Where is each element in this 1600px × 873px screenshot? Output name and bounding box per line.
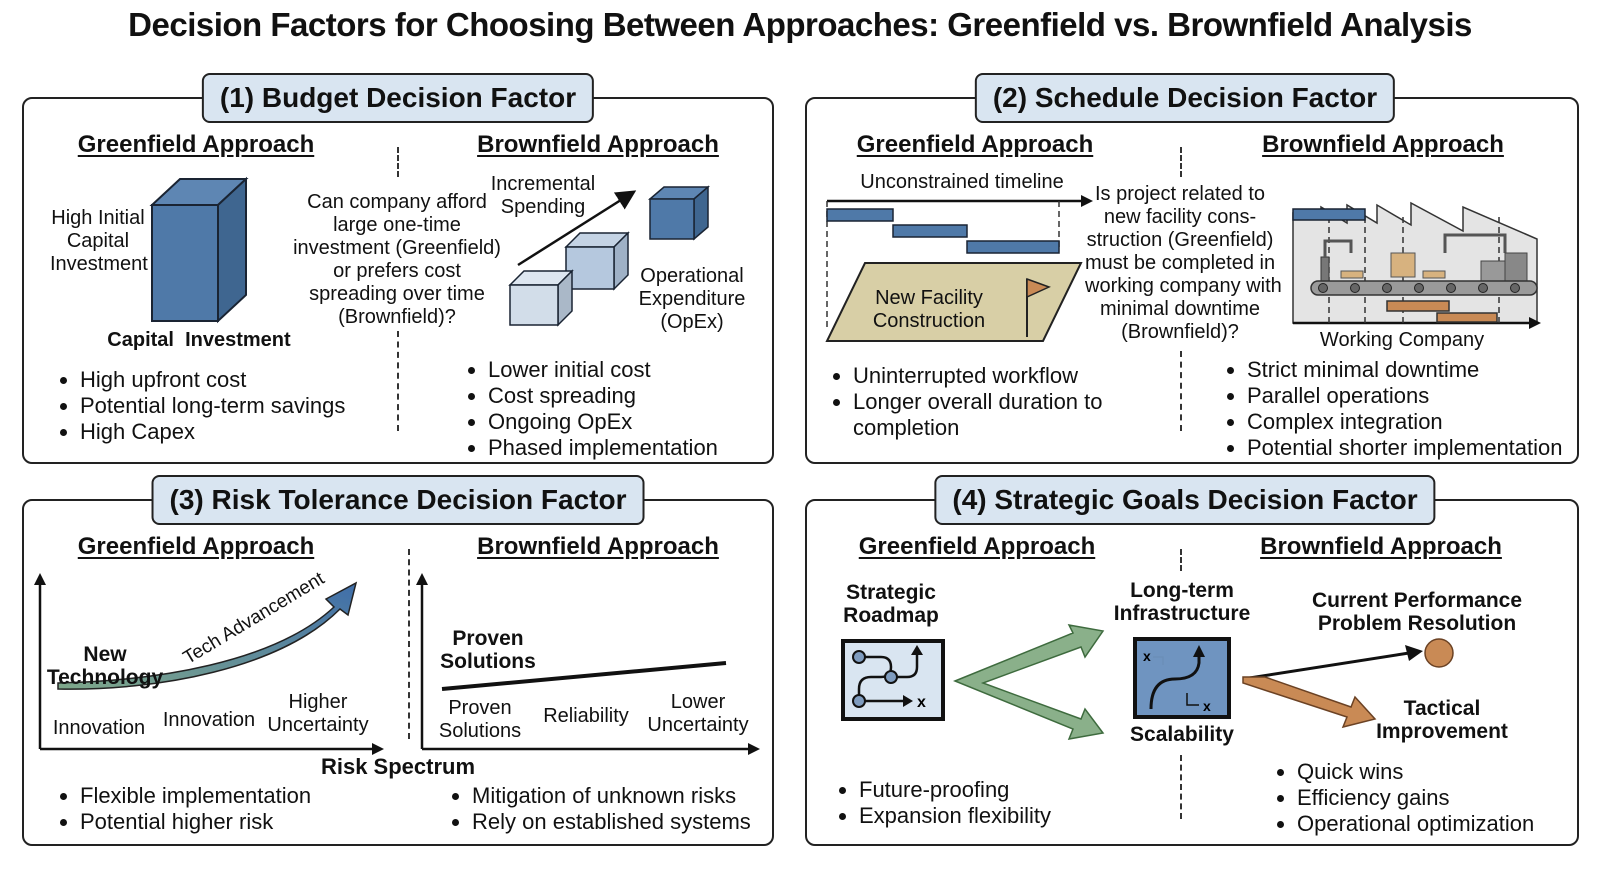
greenfield-header: Greenfield Approach — [858, 533, 1096, 560]
bullet-item: Efficiency gains — [1297, 785, 1534, 811]
bullet-item: Parallel operations — [1247, 383, 1563, 409]
brownfield-header: Brownfield Approach — [1260, 533, 1502, 560]
divider — [1180, 755, 1182, 819]
divider — [1180, 351, 1182, 431]
greenfield-bullets: Uninterrupted workflow Longer overall du… — [823, 363, 1103, 441]
tactical-arrows-icon — [1242, 638, 1454, 729]
gantt-timeline-icon — [825, 195, 1093, 342]
brownfield-header: Brownfield Approach — [477, 533, 719, 560]
divider — [408, 549, 410, 739]
panel-title: (3) Risk Tolerance Decision Factor — [151, 475, 645, 525]
greenfield-bullets: Flexible implementation Potential higher… — [50, 783, 311, 835]
scalability-icon: x x — [1133, 637, 1231, 719]
panel-schedule: (2) Schedule Decision Factor Greenfield … — [805, 73, 1579, 464]
bullet-item: Expansion flexibility — [859, 803, 1051, 829]
bullet-item: Lower initial cost — [488, 357, 718, 383]
factory-conveyor-icon — [1292, 201, 1541, 329]
brownfield-header: Brownfield Approach — [1262, 131, 1504, 158]
bullet-item: High upfront cost — [80, 367, 345, 393]
brownfield-bullets: Quick wins Efficiency gains Operational … — [1267, 759, 1534, 837]
bullet-item: Uninterrupted workflow — [853, 363, 1103, 389]
svg-text:x: x — [1203, 698, 1211, 714]
panel-budget: (1) Budget Decision Factor Greenfield Ap… — [22, 73, 774, 464]
brownfield-bullets: Strict minimal downtime Parallel operati… — [1217, 357, 1563, 461]
divider — [397, 331, 399, 431]
bullet-item: Mitigation of unknown risks — [472, 783, 751, 809]
bullet-item: Rely on established systems — [472, 809, 751, 835]
bullet-item: Potential shorter implementation — [1247, 435, 1563, 461]
greenfield-risk-chart — [34, 573, 384, 755]
bullet-item: Ongoing OpEx — [488, 409, 718, 435]
panel-title: (1) Budget Decision Factor — [201, 73, 595, 123]
page-title: Decision Factors for Choosing Between Ap… — [128, 6, 1472, 43]
bullet-item: Strict minimal downtime — [1247, 357, 1563, 383]
risk-spectrum-label: Risk Spectrum — [320, 754, 476, 779]
greenfield-header: Greenfield Approach — [77, 533, 315, 560]
bullet-item: Quick wins — [1297, 759, 1534, 785]
opex-cubes-icon — [508, 185, 711, 327]
capital-cube-icon — [149, 176, 249, 324]
panel-risk: (3) Risk Tolerance Decision Factor Green… — [22, 475, 774, 846]
greenfield-header: Greenfield Approach — [856, 131, 1094, 158]
bullet-item: Longer overall duration to — [853, 389, 1103, 415]
bullet-item: Operational optimization — [1297, 811, 1534, 837]
working-company-label: Working Company — [1319, 329, 1485, 351]
divider — [1180, 147, 1182, 177]
incremental-arrow-icon — [517, 190, 637, 267]
bullet-item: High Capex — [80, 419, 345, 445]
brownfield-header: Brownfield Approach — [477, 131, 719, 158]
panel-title: (2) Schedule Decision Factor — [974, 73, 1396, 123]
panel-title: (4) Strategic Goals Decision Factor — [934, 475, 1436, 525]
panel-strategic: (4) Strategic Goals Decision Factor Gree… — [805, 475, 1579, 846]
bullet-item: Potential long-term savings — [80, 393, 345, 419]
bullet-item: Future-proofing — [859, 777, 1051, 803]
bullet-item: Cost spreading — [488, 383, 718, 409]
bullet-item: Phased implementation — [488, 435, 718, 461]
bullet-item: Potential higher risk — [80, 809, 311, 835]
bullet-item-continuation: completion — [853, 415, 960, 440]
greenfield-bullets: High upfront cost Potential long-term sa… — [50, 367, 345, 445]
axis-label-innovation: Innovation — [162, 709, 256, 731]
axis-label-reliability: Reliability — [543, 705, 629, 727]
scalability-label: Scalability — [1130, 723, 1234, 746]
divider — [1180, 549, 1182, 571]
svg-text:x: x — [917, 694, 926, 711]
divider — [397, 147, 399, 177]
brownfield-bullets: Lower initial cost Cost spreading Ongoin… — [458, 357, 718, 461]
brownfield-bullets: Mitigation of unknown risks Rely on esta… — [442, 783, 751, 835]
greenfield-header: Greenfield Approach — [77, 131, 315, 158]
axis-label-innovation: Innovation — [52, 717, 146, 739]
bullet-item: Flexible implementation — [80, 783, 311, 809]
greenfield-bullets: Future-proofing Expansion flexibility — [829, 777, 1051, 829]
roadmap-icon: x — [841, 639, 945, 721]
svg-text:x: x — [1143, 648, 1151, 664]
brownfield-risk-chart — [416, 573, 760, 755]
timeline-label: Unconstrained timeline — [860, 171, 1064, 193]
branching-arrows-icon — [953, 624, 1105, 740]
capital-investment-caption: Capital Investment — [107, 329, 291, 351]
bullet-item: Complex integration — [1247, 409, 1563, 435]
